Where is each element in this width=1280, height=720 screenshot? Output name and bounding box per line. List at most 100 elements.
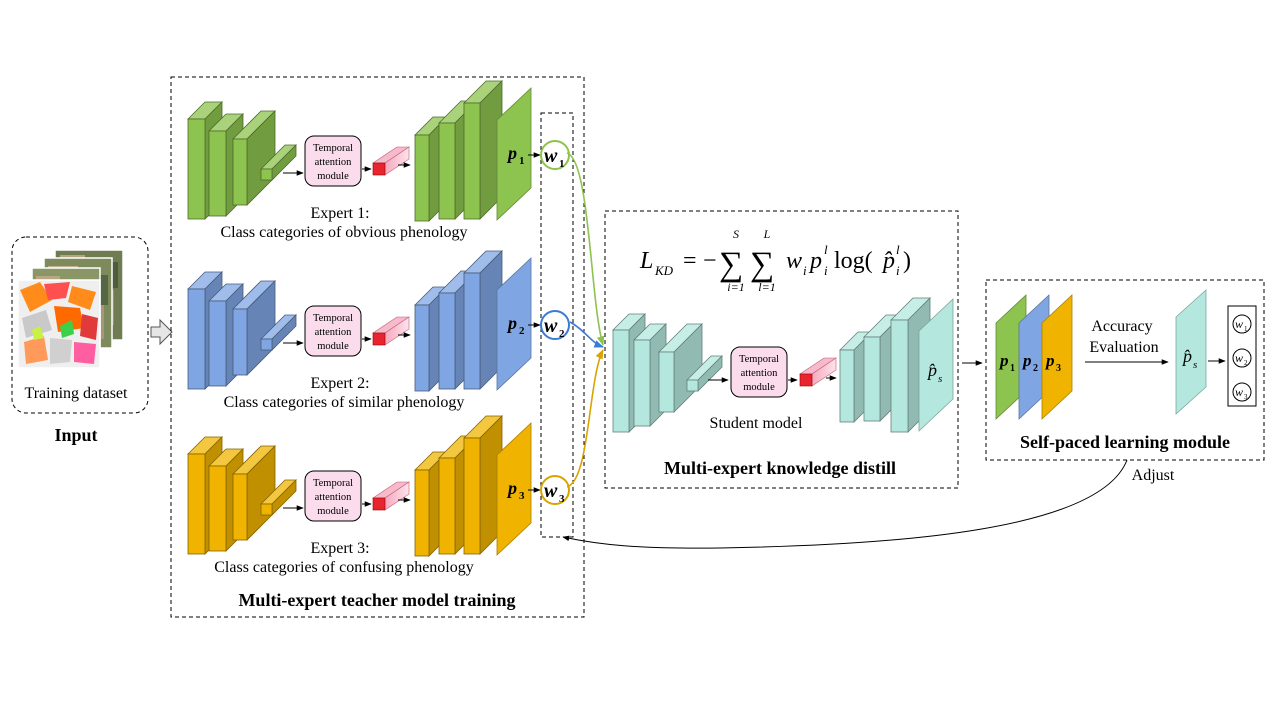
teacher-panel-title: Multi-expert teacher model training: [238, 590, 515, 610]
selfpaced-weight-circle: [1232, 314, 1252, 334]
input-arrow-icon: [150, 318, 173, 346]
formula-p-sup: l: [824, 242, 828, 257]
attention-module-box: [730, 346, 788, 398]
weight-label: w: [544, 480, 558, 502]
expert-description: Class categories of confusing phenology: [214, 559, 474, 576]
selfpaced-weight-label: w: [1235, 351, 1243, 365]
weight-sub: 3: [559, 493, 565, 505]
weight-circle: [540, 475, 570, 505]
attention-module-box: [304, 305, 362, 357]
attention-module-label: Temporal: [739, 354, 779, 365]
attention-feature-block: [372, 146, 410, 176]
attention-module-label: module: [317, 171, 349, 182]
selfpaced-output-sub: s: [1193, 359, 1197, 371]
formula-sigma-2: ∑: [750, 246, 774, 283]
distill-panel-title: Multi-expert knowledge distill: [664, 458, 896, 478]
weight-sub: 2: [559, 328, 565, 340]
attention-feature-block: [372, 316, 410, 346]
formula-sum2-bottom: l=1: [758, 280, 775, 294]
expert-output-label: p: [506, 143, 517, 163]
input-panel: Training dataset Input: [11, 236, 173, 445]
input-title: Input: [54, 425, 97, 445]
w1-to-student-curve: [566, 152, 605, 346]
accuracy-label: Accuracy: [1091, 318, 1152, 335]
weights-box: [1227, 305, 1257, 407]
weight-label: w: [544, 145, 558, 167]
expert-output-label: p: [506, 313, 517, 333]
formula-phat-sup: l: [896, 242, 900, 257]
attention-module-label: module: [743, 382, 775, 393]
encoder-bottleneck: [260, 314, 297, 351]
formula-sigma-1: ∑: [719, 246, 743, 283]
student-output-sub: s: [938, 373, 942, 385]
formula-p-sub: i: [824, 263, 828, 278]
encoder-layer-3: [232, 445, 276, 541]
selfpaced-panel-title: Self-paced learning module: [1020, 432, 1230, 452]
selfpaced-input-sub: 1: [1010, 363, 1015, 374]
expert-name: Expert 1:: [310, 205, 369, 222]
selfpaced-input-label: p: [998, 351, 1009, 370]
expert-name: Expert 2:: [310, 375, 369, 392]
expert-description: Class categories of obvious phenology: [220, 224, 467, 241]
kd-loss-formula: L KD = − ∑ S i=1 ∑ L l=1 w i p i l log( …: [639, 227, 911, 294]
selfpaced-input-label: p: [1044, 351, 1055, 370]
encoder-bottleneck: [260, 479, 297, 516]
selfpaced-input-sub: 2: [1033, 363, 1038, 374]
formula-p: p: [808, 248, 822, 274]
decoder-layer-3: [463, 250, 503, 390]
formula-log: log(: [834, 248, 873, 274]
attention-module-label: attention: [315, 327, 352, 338]
weight-circle: [540, 140, 570, 170]
adjust-label: Adjust: [1132, 467, 1175, 484]
formula-phat: p̂: [881, 248, 895, 274]
attention-module-label: module: [317, 341, 349, 352]
student-output-label: p̂: [926, 360, 937, 380]
satellite-image-stack: [17, 249, 124, 369]
attention-module-label: Temporal: [313, 478, 353, 489]
formula-w-sub: i: [803, 263, 807, 278]
student-model-label: Student model: [710, 415, 803, 432]
expert-description: Class categories of similar phenology: [224, 394, 465, 411]
expert-output-sub: 2: [519, 325, 525, 337]
decoder-layer-3: [463, 415, 503, 555]
expert-output-sub: 3: [519, 490, 525, 502]
selfpaced-weight-sub: 1: [1244, 325, 1248, 333]
student-output-plane: [918, 298, 954, 432]
adjust-feedback-arrow: [562, 459, 1128, 549]
w2-to-student-curve: [569, 321, 604, 348]
encoder-layer-3: [232, 110, 276, 206]
w3-to-student-curve: [566, 349, 604, 488]
formula-w: w: [786, 248, 802, 274]
weight-sub: 1: [559, 158, 565, 170]
attention-feature-block: [372, 481, 410, 511]
weight-circle: [540, 310, 570, 340]
expert-output-sub: 1: [519, 155, 525, 167]
selfpaced-panel-box: [985, 279, 1265, 461]
expert-output-plane: [496, 422, 532, 556]
weight-label: w: [544, 315, 558, 337]
formula-sum1-bottom: i=1: [727, 280, 744, 294]
expert-output-plane: [496, 257, 532, 391]
evaluation-label: Evaluation: [1089, 339, 1158, 356]
selfpaced-input-plane-3: [1041, 294, 1073, 420]
expert-output-label: p: [506, 478, 517, 498]
selfpaced-input-sub: 3: [1056, 363, 1061, 374]
selfpaced-output-label: p̂: [1181, 346, 1192, 366]
formula-equals: =: [683, 248, 697, 274]
selfpaced-weight-circle: [1232, 382, 1252, 402]
selfpaced-weight-label: w: [1235, 385, 1243, 399]
formula-sum2-top: L: [763, 227, 771, 241]
attention-module-box: [304, 135, 362, 187]
expert-output-plane: [496, 87, 532, 221]
